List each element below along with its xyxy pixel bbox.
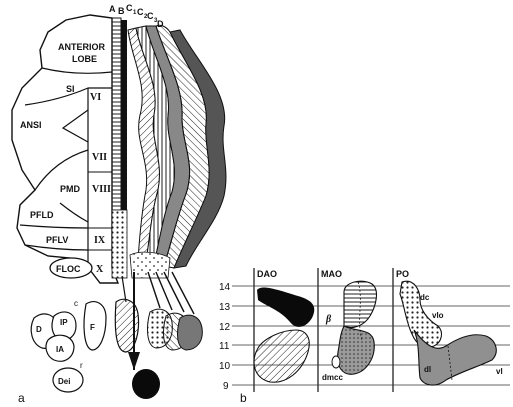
dao-hatched-region [254,330,309,382]
label-f: F [90,323,95,332]
panel-a-letter: a [18,391,25,405]
nucleus-c1-target [115,299,138,352]
panel-b-letter: b [240,391,247,405]
tick-12: 12 [219,322,231,333]
panel-b: 14 13 12 11 10 9 DAO MAO PO β dmcc dc vl… [219,268,510,405]
lobule-ix: IX [94,235,106,246]
region-si: SI [66,84,75,94]
zone-label-d: D [157,19,164,29]
label-r: r [80,361,83,370]
zone-label-c2: C [137,7,144,17]
label-dmcc: dmcc [322,373,343,382]
zone-b-band [121,20,127,210]
region-pflv: PFLV [46,235,68,245]
zone-label-b: B [118,6,125,16]
lobule-x: X [96,264,104,275]
header-dao: DAO [257,269,277,279]
header-po: PO [396,269,409,279]
lobule-vi: VI [90,92,101,103]
nucleus-f [84,302,106,350]
tick-9: 9 [223,381,229,392]
tick-13: 13 [219,302,231,313]
region-pmd: PMD [60,184,81,194]
label-dei: Dei [58,377,70,386]
mao-dotted-region [338,326,375,374]
label-d: D [36,325,42,334]
label-dl: dl [424,365,431,374]
label-ia: IA [56,345,64,354]
tick-14: 14 [219,282,231,293]
label-beta: β [325,314,332,325]
tick-10: 10 [219,361,231,372]
label-vlo: vlo [432,311,444,320]
lobule-vii: VII [92,152,107,163]
label-c: c [74,299,78,308]
mao-striped-region [344,281,376,327]
label-ip: IP [60,318,68,327]
label-vl: vl [496,367,503,376]
region-pfld: PFLD [30,210,54,220]
panel-a: A B C 1 C 2 C 3 D ANTERIOR LOBE SI ANSI … [12,3,226,405]
zone-label-c1: C [126,3,133,13]
tick-11: 11 [219,341,230,352]
region-anterior-line1: ANTERIOR [58,42,106,52]
zone-label-a: A [109,4,116,14]
lobule-viii: VIII [92,184,111,195]
region-anterior-line2: LOBE [72,54,97,64]
label-dc: dc [420,293,430,302]
region-floc: FLOC [56,264,81,274]
dao-black-region [257,288,314,327]
region-ansi: ANSI [20,120,42,130]
zone-label-c3: C [147,11,154,21]
dei-target-blob [132,369,160,399]
header-mao: MAO [321,269,342,279]
